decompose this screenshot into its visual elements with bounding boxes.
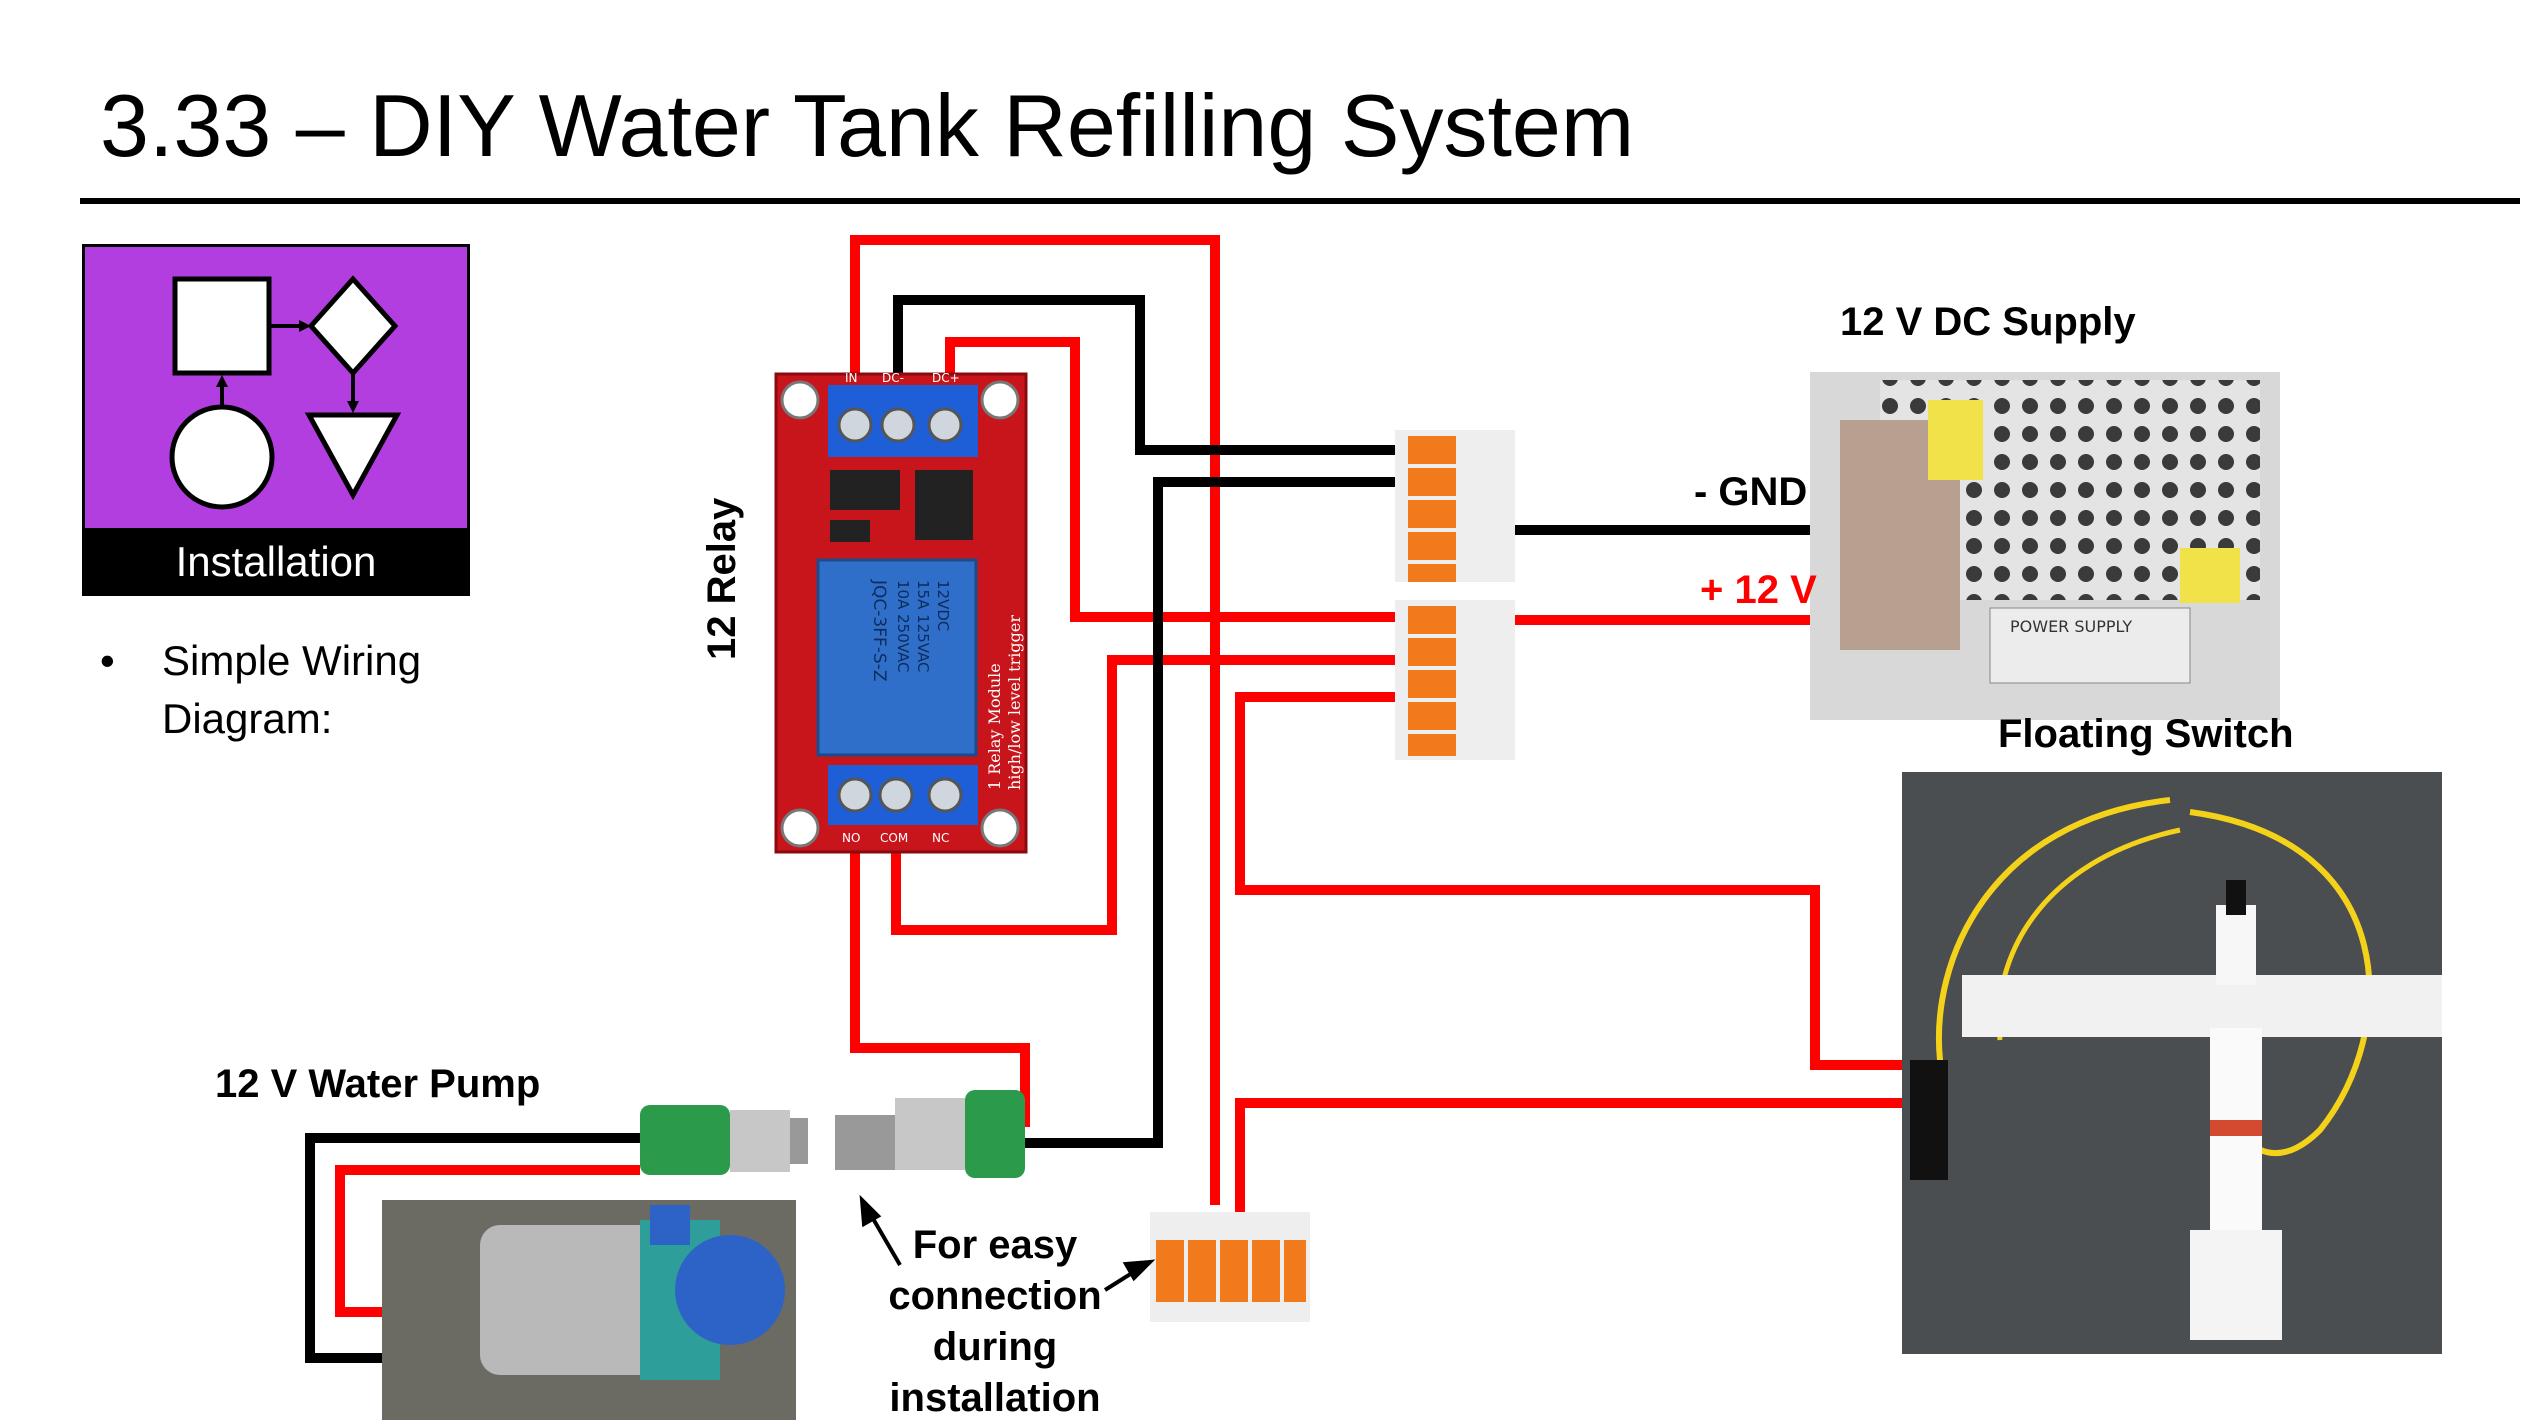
relay-spec: 12VDC	[934, 580, 952, 631]
screw-icon	[837, 777, 873, 813]
water-pump-label: 12 V Water Pump	[215, 1062, 541, 1106]
dc-power-supply: POWER SUPPLY	[1810, 372, 2280, 720]
gnd-label: - GND	[1694, 470, 1808, 514]
transistor-icon	[830, 520, 870, 542]
lever-connector-gnd	[1395, 430, 1515, 582]
terminal-label: NC	[932, 831, 949, 845]
plus12-label: + 12 V	[1700, 568, 1817, 612]
relay-module: IN DC- DC+ NO COM NC 12VDC 15A 125VAC 10…	[774, 371, 1028, 854]
bullet-text: Simple Wiring Diagram:	[162, 637, 422, 742]
relay-cube	[816, 558, 978, 757]
wire-connector-to-relay-com	[891, 655, 1410, 935]
wire-connector-to-jack-ground	[1000, 477, 1400, 1148]
wire-connector-to-float-switch	[1235, 692, 1910, 1070]
terminal-label: DC+	[932, 371, 960, 385]
chip-icon	[830, 470, 900, 510]
black-wires	[305, 295, 1830, 1363]
terminal-label: NO	[842, 831, 860, 845]
wire-relay-in-to-bottom-connector	[850, 235, 1220, 1205]
dc-supply-label: 12 V DC Supply	[1840, 300, 2136, 344]
wire-jack-to-pump-ground	[305, 1133, 640, 1363]
wire-relay-dcminus-to-connector	[893, 295, 1400, 455]
mount-hole-icon	[780, 808, 820, 848]
lever-connector-plus12	[1395, 600, 1515, 760]
screw-icon	[927, 777, 963, 813]
psu-label: POWER SUPPLY	[2010, 617, 2132, 636]
terminal-label: DC-	[882, 371, 904, 385]
optocoupler-icon	[915, 470, 973, 540]
wire-relay-dcplus-to-connector	[945, 337, 1400, 622]
floating-switch-label: Floating Switch	[1998, 712, 2294, 756]
screw-icon	[927, 407, 963, 443]
mount-hole-icon	[980, 808, 1020, 848]
terminal-label: COM	[880, 831, 908, 845]
easy-connection-arrows	[859, 1194, 1156, 1292]
installation-label: Installation	[82, 528, 470, 596]
title-underline	[80, 198, 2520, 204]
module-text: 1 Relay Module	[985, 663, 1004, 790]
module-text: high/low level trigger	[1005, 615, 1024, 790]
page-title: 3.33 – DIY Water Tank Refilling System	[100, 76, 1635, 175]
end-triangle-shape	[304, 412, 402, 501]
lever-connector-bottom	[1150, 1212, 1310, 1322]
relay-label: 12 Relay	[700, 497, 744, 660]
wire-jack-to-pump	[335, 1165, 640, 1317]
screw-icon	[880, 407, 916, 443]
mount-hole-icon	[980, 380, 1020, 420]
dc-jack-pump	[640, 1105, 808, 1175]
red-wires	[335, 235, 1910, 1317]
water-pump	[382, 1200, 796, 1420]
screw-icon	[878, 777, 914, 813]
mount-hole-icon	[780, 380, 820, 420]
relay-spec: 15A 125VAC	[914, 580, 932, 673]
wire-float-switch-to-bottom-connector	[1235, 1098, 1910, 1240]
relay-spec: 10A 250VAC	[894, 580, 912, 673]
relay-model: JQC-3FF-S-Z	[869, 579, 889, 681]
dc-jack-relay	[835, 1090, 1025, 1178]
bullet-dot: •	[100, 637, 115, 684]
screw-icon	[837, 407, 873, 443]
flowchart-icon	[169, 275, 402, 510]
terminal-label: IN	[845, 371, 858, 385]
easy-connection-label: For easy connection during installation	[888, 1223, 1102, 1420]
floating-switch	[1902, 772, 2442, 1354]
